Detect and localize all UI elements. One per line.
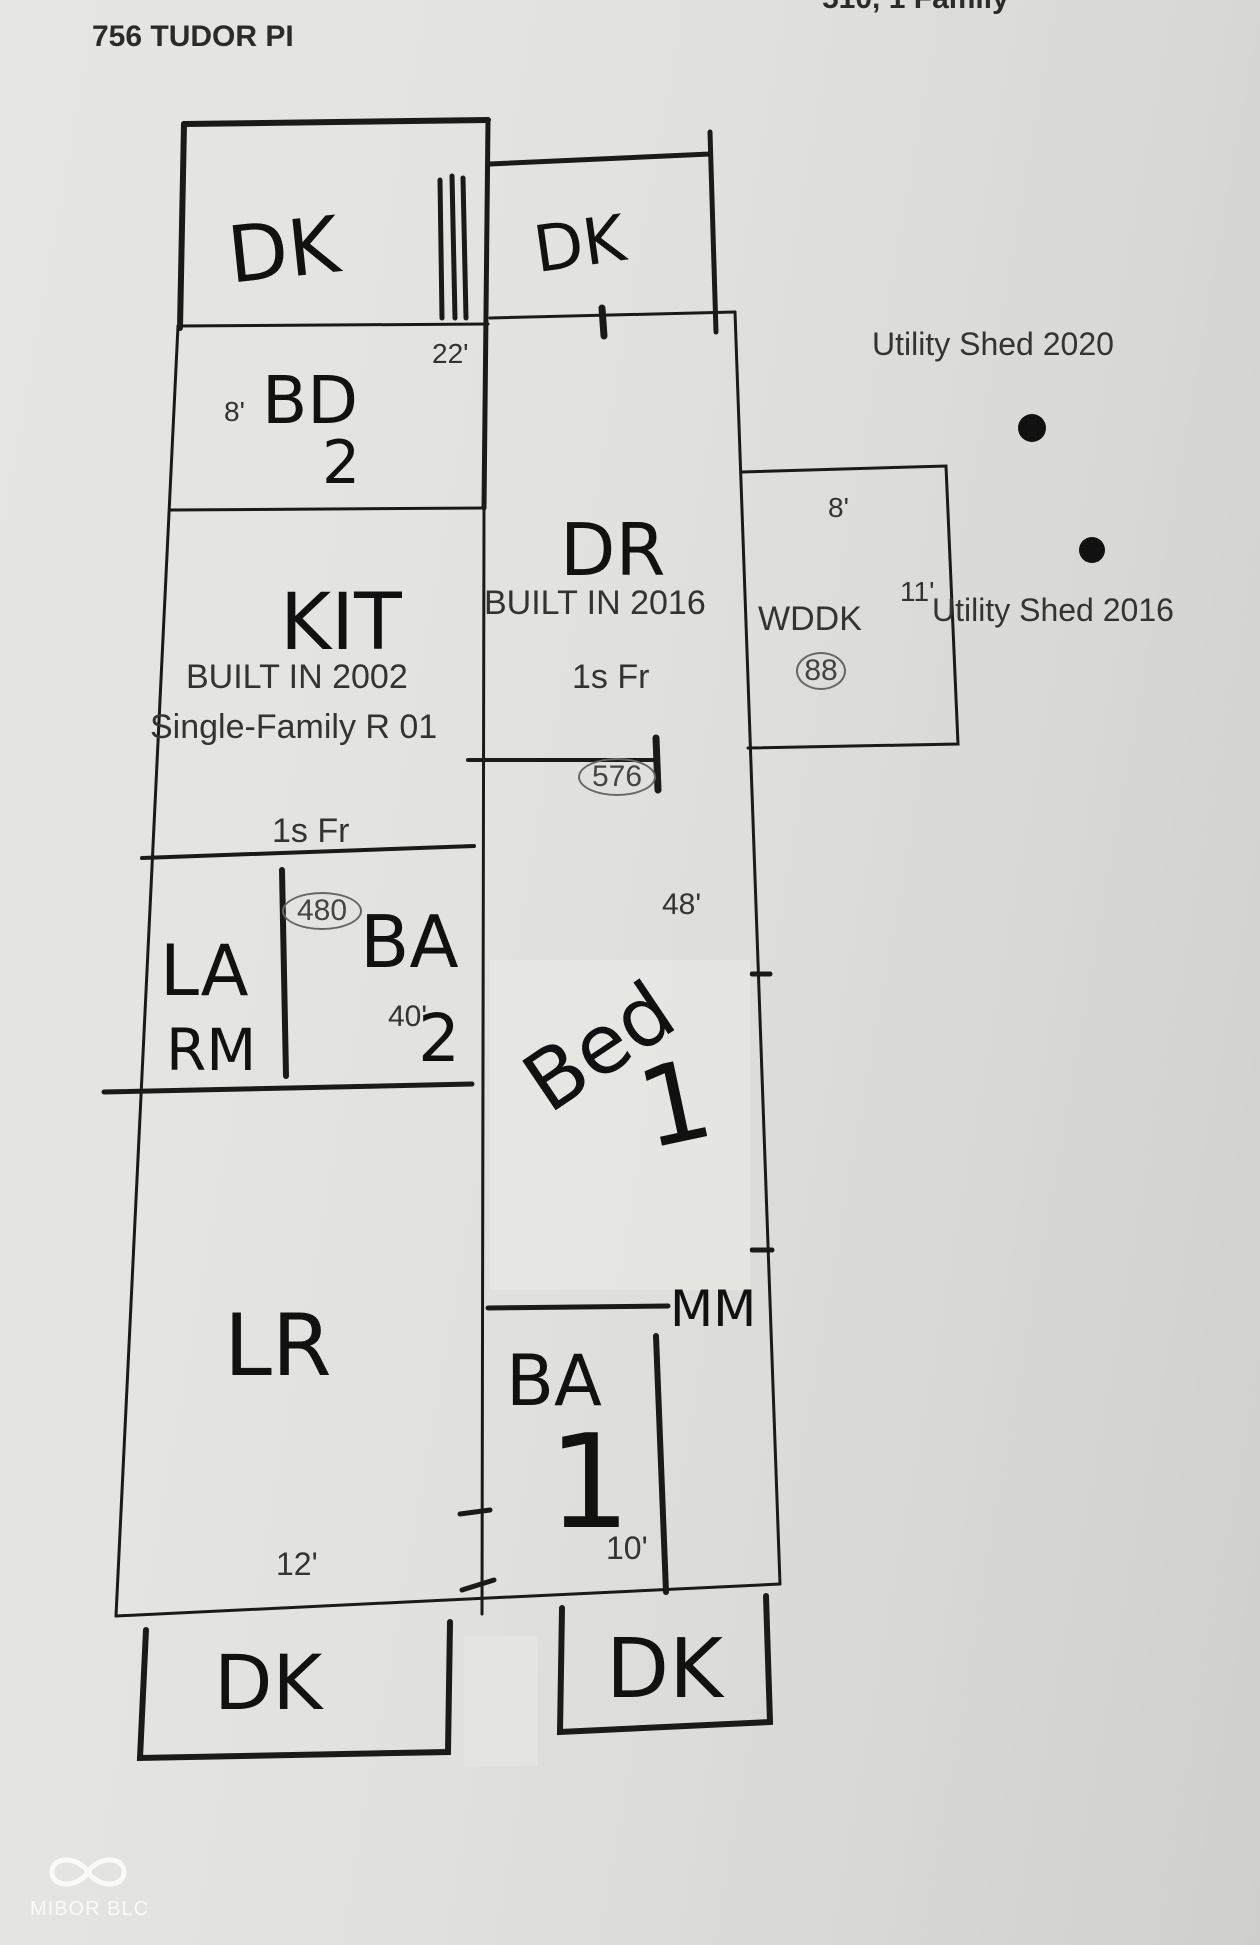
mibor-brand-text: MIBOR BLC [30, 1898, 150, 1920]
area-576: 576 [578, 758, 656, 796]
room-living-room: LR [224, 1296, 332, 1396]
room-bath-1-number: 1 [548, 1406, 631, 1558]
room-bath-2-number: 2 [418, 1000, 460, 1077]
room-kitchen: KIT [280, 578, 402, 668]
wddk-label: WDDK [758, 600, 862, 638]
floor-type-right: 1s Fr [572, 658, 650, 696]
room-bedroom-2-number: 2 [322, 428, 361, 498]
outer-bottom-wall [114, 1582, 782, 1618]
dimension-10: 10' [606, 1530, 648, 1566]
room-bath-2-label: BA [360, 900, 459, 984]
floor-type-left: 1s Fr [272, 812, 350, 850]
outer-left-wall [114, 324, 180, 1618]
single-family-label: Single-Family R 01 [150, 708, 438, 746]
dimension-8-bedroom: 8' [224, 396, 245, 427]
room-laundry-sub: RM [166, 1016, 257, 1084]
built-2002-label: BUILT IN 2002 [186, 658, 408, 696]
area-88: 88 [796, 652, 846, 690]
cut-off-header-text: 510, 1 Family [822, 0, 1009, 16]
dimension-12: 12' [276, 1546, 318, 1582]
deck-bottom-left [136, 1619, 453, 1762]
zigzag-mark: MM [670, 1280, 757, 1338]
dimension-48: 48' [662, 888, 702, 921]
tape-patch [490, 960, 750, 1290]
dimension-40: 40' [388, 1000, 428, 1033]
property-address: 756 TUDOR PI [92, 20, 294, 53]
dimension-8-wddk: 8' [828, 492, 849, 523]
outer-right-wall [733, 310, 782, 1586]
shed-2016-label: Utility Shed 2016 [932, 592, 1174, 628]
room-deck-bottom-left: DK [214, 1638, 323, 1727]
area-480: 480 [282, 892, 362, 930]
room-laundry-label: LA [160, 930, 249, 1012]
built-2016-label: BUILT IN 2016 [484, 584, 706, 622]
mibor-infinity-logo-icon [49, 1857, 127, 1887]
room-bedroom-2-label: BD [262, 362, 359, 439]
stair-lines [437, 173, 469, 321]
shed-2016-marker [1079, 537, 1105, 563]
tape-patch-small [464, 1636, 538, 1766]
deck-bottom-right [556, 1593, 774, 1736]
room-bath-1-label: BA [506, 1340, 602, 1422]
dimension-22: 22' [432, 338, 469, 369]
shed-2020-marker [1018, 414, 1046, 442]
room-deck-bottom-right: DK [606, 1622, 723, 1717]
dimension-11: 11' [900, 576, 935, 607]
room-deck-top-right: DK [529, 202, 630, 288]
room-deck-top-left: DK [223, 200, 344, 302]
room-dining: DR [560, 508, 666, 592]
shed-2020-label: Utility Shed 2020 [872, 326, 1114, 362]
deck-top-left-top-edge [181, 117, 491, 127]
